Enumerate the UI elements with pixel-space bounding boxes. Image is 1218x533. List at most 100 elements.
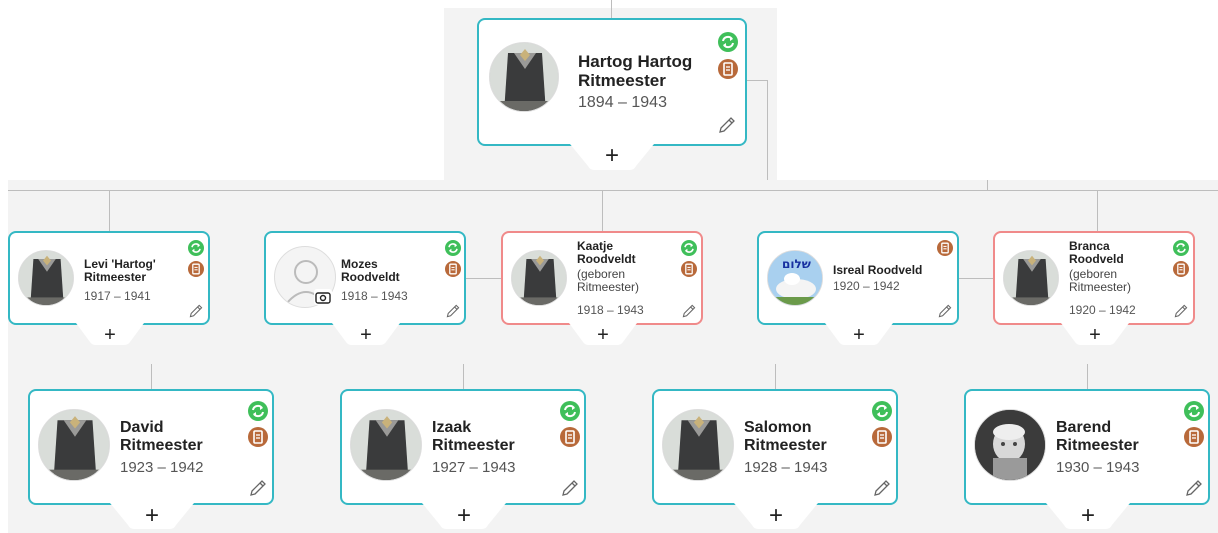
plus-icon[interactable]: + [604,142,619,169]
pencil-icon[interactable] [445,303,461,319]
avatar: שלום [767,250,823,306]
document-icon[interactable] [872,427,892,447]
avatar-hebrew-text: שלום [782,257,811,271]
pencil-icon[interactable] [1184,478,1204,498]
pencil-icon[interactable] [872,478,892,498]
sync-icon[interactable] [681,240,697,256]
avatar [974,409,1046,481]
sync-icon[interactable] [188,240,204,256]
plus-icon[interactable]: + [1080,502,1095,529]
avatar [662,409,734,481]
expand-tab[interactable] [332,323,400,347]
connector [1097,190,1098,232]
sync-icon[interactable] [1184,401,1204,421]
expand-tab[interactable] [570,144,654,172]
person-years: 1923 – 1942 [120,459,204,476]
connector [151,364,152,390]
plus-icon[interactable]: + [144,502,159,529]
plus-icon[interactable]: + [1089,324,1101,346]
pencil-icon[interactable] [560,478,580,498]
sync-icon[interactable] [560,401,580,421]
sync-icon[interactable] [718,32,738,52]
connector [109,190,110,232]
person-years: 1918 – 1943 [577,303,644,317]
document-icon[interactable] [445,261,461,277]
person-years: 1928 – 1943 [744,459,828,476]
pencil-icon[interactable] [248,478,268,498]
plus-icon[interactable]: + [104,324,116,346]
pencil-icon[interactable] [188,303,204,319]
connector [747,80,767,81]
expand-tab[interactable] [422,503,506,533]
connector [463,364,464,390]
expand-tab[interactable] [734,503,818,533]
expand-tab[interactable] [76,323,144,347]
document-icon[interactable] [560,427,580,447]
person-card-child[interactable]: Levi 'Hartog'Ritmeester 1917 – 1941 [8,231,210,325]
camera-icon[interactable] [314,289,332,305]
person-years: 1894 – 1943 [578,94,667,111]
person-years: 1920 – 1942 [833,279,900,293]
plus-icon[interactable]: + [853,324,865,346]
document-icon[interactable] [1173,261,1189,277]
pencil-icon[interactable] [1173,303,1189,319]
person-years: 1920 – 1942 [1069,303,1136,317]
document-icon[interactable] [1184,427,1204,447]
connector [1087,364,1088,390]
person-years: 1918 – 1943 [341,289,408,303]
person-name: Levi 'Hartog'Ritmeester [84,257,156,285]
sync-icon[interactable] [248,401,268,421]
connector [767,80,768,180]
sync-icon[interactable] [1173,240,1189,256]
person-name: Isreal Roodveld [833,263,923,277]
document-icon[interactable] [248,427,268,447]
connector [935,278,995,279]
plus-icon[interactable]: + [597,324,609,346]
pencil-icon[interactable] [681,303,697,319]
expand-tab[interactable] [569,323,637,347]
document-icon[interactable] [681,261,697,277]
connector [440,278,502,279]
avatar [38,409,110,481]
avatar [489,42,559,112]
connector [602,190,603,232]
avatar [18,250,74,306]
person-card-child[interactable]: שלום Isreal Roodveld 1920 – 1942 [757,231,959,325]
sync-icon[interactable] [445,240,461,256]
connector [611,0,612,18]
document-icon[interactable] [188,261,204,277]
connector [8,190,1218,191]
plus-icon[interactable]: + [360,324,372,346]
expand-tab[interactable] [1061,323,1129,347]
pencil-icon[interactable] [937,303,953,319]
person-years: 1930 – 1943 [1056,459,1140,476]
expand-tab[interactable] [110,503,194,533]
connector [775,364,776,390]
person-years: 1917 – 1941 [84,289,151,303]
plus-icon[interactable]: + [768,502,783,529]
expand-tab[interactable] [825,323,893,347]
document-icon[interactable] [718,59,738,79]
plus-icon[interactable]: + [456,502,471,529]
pencil-icon[interactable] [717,115,737,135]
sync-icon[interactable] [872,401,892,421]
document-icon[interactable] [937,240,953,256]
expand-tab[interactable] [1046,503,1130,533]
